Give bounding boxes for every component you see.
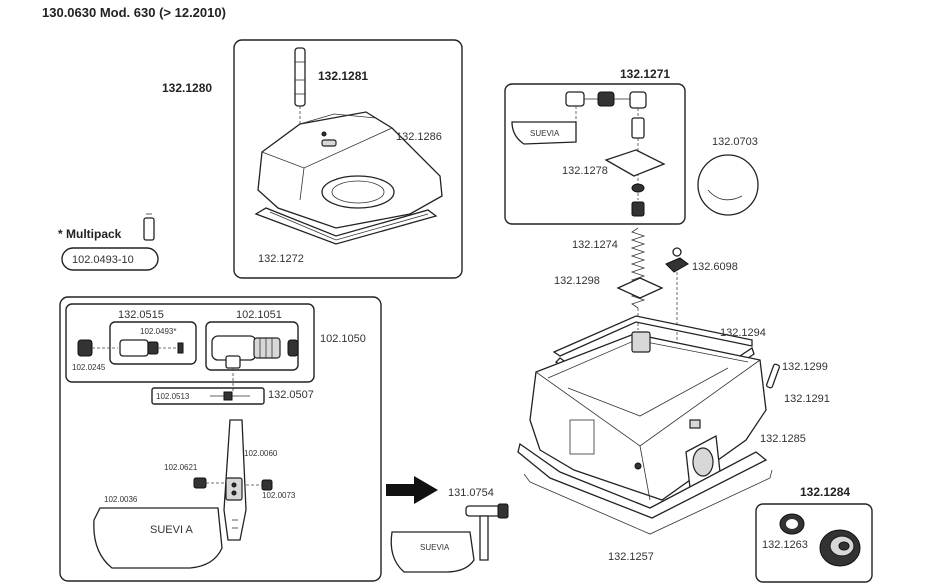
label-132-1272: 132.1272 [258, 253, 304, 265]
label-102-0060: 102.0060 [244, 449, 278, 458]
label-132-1298: 132.1298 [554, 275, 600, 287]
valve-inner-frame-left [109, 321, 197, 365]
label-132-1291: 132.1291 [784, 393, 830, 405]
label-132-1284: 132.1284 [800, 485, 850, 499]
bracket-part: 132.6098 [665, 247, 738, 350]
multipack-label: * Multipack [58, 227, 122, 241]
small-knob-right-part [261, 479, 273, 491]
label-132-1294: 132.1294 [720, 327, 766, 339]
suevi-tag-small-text: SUEVIA [420, 543, 450, 552]
seal-square-part: 132.1298 [554, 275, 664, 299]
label-131-0754: 131.0754 [448, 487, 494, 499]
valve-assembly-frame [59, 296, 382, 582]
multipack-code: 102.0493-10 [72, 254, 134, 266]
suevi-tag-large-part [93, 507, 223, 569]
label-132-1285: 132.1285 [760, 433, 806, 445]
connector-group: 132.1284 132.1263 [755, 485, 873, 583]
float-plate-part [604, 149, 666, 177]
label-102-0513: 102.0513 [156, 392, 190, 401]
valve-subassembly-frame [65, 303, 315, 383]
right-arrow-icon [386, 476, 438, 504]
valve-body-part [211, 335, 299, 369]
label-132-6098: 132.6098 [692, 261, 738, 273]
float-valve-group: 132.1271 SUEVIA 132.1278 [504, 67, 686, 225]
label-132-1274: 132.1274 [572, 239, 618, 251]
suevi-tag-small-part [390, 531, 475, 573]
connector-nut-part [819, 529, 861, 567]
lid-screw-part [294, 47, 306, 126]
label-132-1278: 132.1278 [562, 165, 608, 177]
multipack-group: * Multipack 102.0493-10 [58, 213, 159, 271]
multipack-pack-icon [143, 217, 155, 241]
small-knob-left-part [193, 477, 207, 489]
arrow-group [386, 476, 438, 504]
lid-assembly-group: 132.1280 132.1281 132.1286 132.1272 [162, 39, 463, 279]
label-132-1271: 132.1271 [620, 67, 670, 81]
spout-part [223, 419, 247, 541]
diagram-title: 130.0630 Mod. 630 (> 12.2010) [42, 5, 226, 20]
label-102-0036: 102.0036 [104, 495, 138, 504]
label-132-1299: 132.1299 [782, 361, 828, 373]
valve-cartridge-part [119, 339, 149, 357]
label-132-1281: 132.1281 [318, 69, 368, 83]
label-102-1050: 102.1050 [320, 333, 366, 345]
label-102-0621: 102.0621 [164, 463, 198, 472]
label-102-0245: 102.0245 [72, 363, 106, 372]
lid-body-part [257, 111, 443, 229]
spout-alt-group: 131.0754 SUEVIA [390, 487, 509, 573]
label-132-0507: 132.0507 [268, 389, 314, 401]
label-132-1280: 132.1280 [162, 81, 212, 95]
multipack-code-badge [61, 247, 159, 271]
label-132-1263: 132.1263 [762, 539, 808, 551]
float-ball-part: 132.0703 [697, 136, 759, 216]
label-132-0703: 132.0703 [712, 136, 758, 148]
suevi-tag-large-text: SUEVI A [150, 524, 193, 536]
suevi-tag-top-text: SUEVIA [530, 129, 560, 138]
rod-frame [151, 387, 265, 405]
valve-end-cap-part [77, 339, 93, 357]
label-102-1051: 102.1051 [236, 309, 282, 321]
label-102-0073: 102.0073 [262, 491, 296, 500]
lid-assembly-frame [233, 39, 463, 279]
label-102-0493-star: 102.0493* [140, 327, 176, 336]
tank-part [517, 315, 773, 535]
suevi-tag-top-part [511, 121, 577, 145]
valve-assembly-group: 132.0515 102.0493* 102.1051 102.1050 102… [59, 296, 382, 582]
label-132-1286: 132.1286 [396, 131, 442, 143]
connector-frame [755, 503, 873, 583]
pin-part: 132.1299 132.1291 [765, 361, 830, 405]
float-valve-frame [504, 83, 686, 225]
label-132-0515: 132.0515 [118, 309, 164, 321]
label-132-1257: 132.1257 [608, 551, 654, 563]
